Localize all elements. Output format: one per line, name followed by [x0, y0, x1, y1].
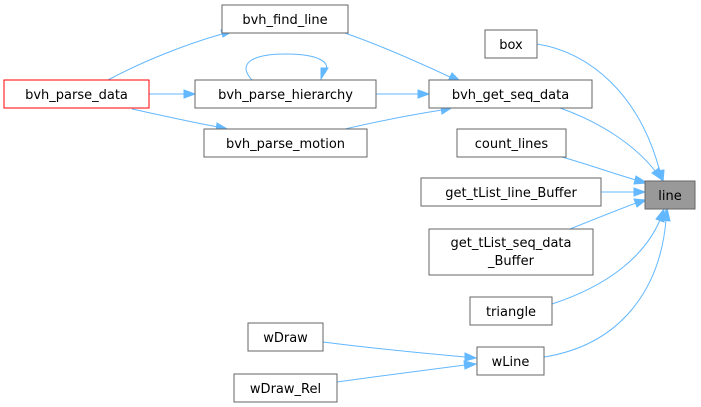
node-triangle[interactable]: triangle [469, 296, 553, 326]
edge-wLine-to-line [543, 206, 671, 358]
edge-bvh_parse_motion-to-bvh_get_seq_data [344, 105, 455, 130]
edge-wDraw_Rel-to-wLine [336, 360, 478, 383]
node-label: wLine [492, 355, 530, 370]
node-get_tList_line_Buffer[interactable]: get_tList_line_Buffer [420, 177, 602, 207]
edge-bvh_get_seq_data-to-line [559, 107, 663, 182]
node-label: count_lines [475, 137, 549, 152]
edge-bvh_parse_hierarchy-to-bvh_get_seq_data [376, 89, 431, 99]
node-label-line2: _Buffer [487, 254, 535, 269]
edge-bvh_find_line-to-bvh_get_seq_data [341, 31, 463, 83]
node-bvh_get_seq_data[interactable]: bvh_get_seq_data [428, 79, 593, 109]
node-get_tList_seq_data_Buffer[interactable]: get_tList_seq_data _Buffer [428, 228, 594, 276]
edge-bvh_parse_data-to-bvh_parse_hierarchy [149, 89, 197, 99]
node-wDraw[interactable]: wDraw [247, 322, 324, 352]
edge-wDraw-to-wLine [322, 341, 478, 362]
node-label: bvh_get_seq_data [452, 88, 569, 103]
node-line[interactable]: line [644, 180, 696, 210]
node-wDraw_Rel[interactable]: wDraw_Rel [233, 373, 338, 403]
node-label: get_tList_line_Buffer [445, 186, 577, 201]
node-label: bvh_find_line [242, 13, 327, 28]
node-label: line [658, 189, 681, 204]
edge-bvh_parse_data-to-bvh_find_line [107, 29, 235, 81]
node-bvh_parse_hierarchy[interactable]: bvh_parse_hierarchy [194, 79, 377, 109]
node-bvh_find_line[interactable]: bvh_find_line [221, 4, 349, 34]
node-bvh_parse_data[interactable]: bvh_parse_data [3, 79, 150, 109]
edge-get_tList_seq_data_Buffer-to-line [569, 198, 648, 230]
node-label: box [499, 38, 523, 53]
edge-get_tList_line_Buffer-to-line [601, 187, 647, 197]
node-label: wDraw_Rel [250, 382, 321, 397]
node-label-line1: get_tList_seq_data [451, 236, 572, 251]
edge-bvh_parse_data-to-bvh_parse_motion [131, 108, 231, 132]
node-label: wDraw [263, 331, 308, 346]
node-label: bvh_parse_data [25, 88, 128, 103]
edge-box-to-line [536, 43, 665, 184]
node-label: triangle [486, 305, 536, 320]
node-label: bvh_parse_hierarchy [218, 88, 353, 103]
node-label: bvh_parse_motion [226, 137, 345, 152]
node-wLine[interactable]: wLine [476, 346, 545, 376]
node-bvh_parse_motion[interactable]: bvh_parse_motion [203, 128, 368, 158]
edge-count_lines-to-line [561, 156, 649, 185]
edge-bvh_parse_hierarchy-self-loop [245, 53, 329, 81]
node-count_lines[interactable]: count_lines [456, 128, 567, 158]
node-box[interactable]: box [484, 29, 538, 59]
